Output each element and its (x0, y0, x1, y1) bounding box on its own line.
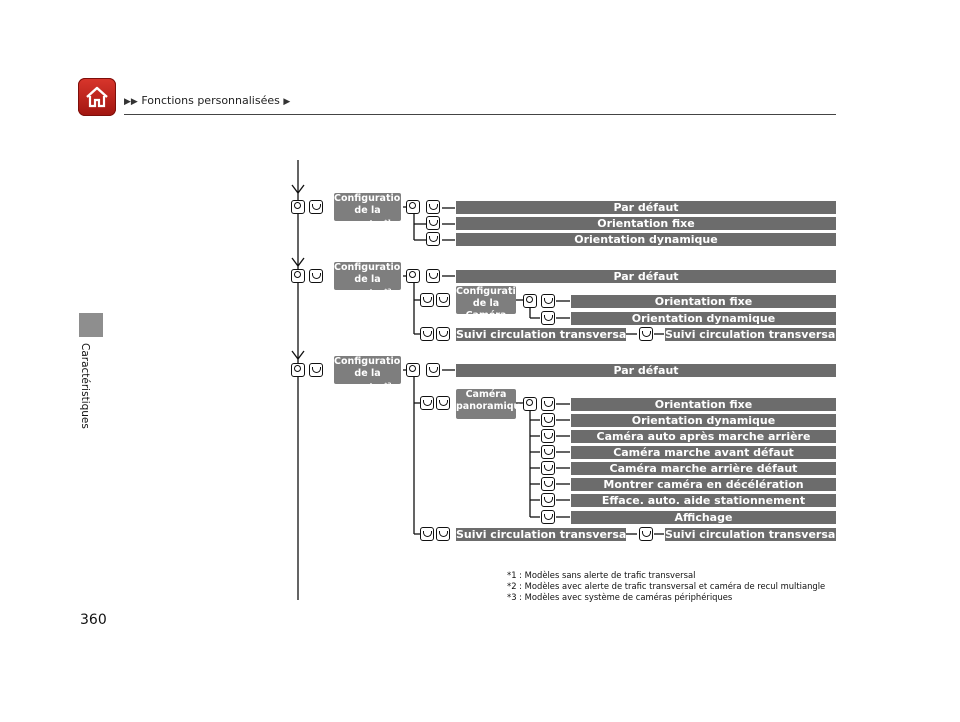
cross-traffic-option[interactable]: Suivi circulation transversale (665, 528, 836, 541)
push-knob-icon (541, 413, 555, 427)
option-fixed-orientation[interactable]: Orientation fixe (571, 295, 836, 308)
push-knob-icon (309, 200, 323, 214)
footnote-ref: *1 (384, 219, 392, 226)
push-knob-icon (541, 397, 555, 411)
home-button[interactable] (78, 78, 116, 116)
option-front-camera-default[interactable]: Caméra marche avant défaut (571, 446, 836, 459)
push-knob-icon (309, 269, 323, 283)
option-fixed-orientation[interactable]: Orientation fixe (456, 217, 836, 230)
power-knob-icon (291, 363, 305, 377)
option-show-on-deceleration[interactable]: Montrer caméra en décélération (571, 478, 836, 491)
power-knob-icon (406, 363, 420, 377)
push-knob-icon (639, 527, 653, 541)
push-knob-icon (426, 200, 440, 214)
push-knob-icon (426, 232, 440, 246)
push-knob-icon (541, 477, 555, 491)
breadcrumb-arrows-icon: ▶▶ (124, 97, 138, 107)
push-knob-icon (541, 445, 555, 459)
push-knob-icon (309, 363, 323, 377)
power-knob-icon (406, 200, 420, 214)
push-knob-icon (639, 327, 653, 341)
home-icon (86, 86, 108, 108)
section-tab (79, 313, 103, 337)
power-knob-icon (523, 294, 537, 308)
footnote-1: *1 : Modèles sans alerte de trafic trans… (507, 570, 696, 580)
header-rule (124, 114, 836, 115)
rotate-knob-icon (436, 327, 450, 341)
option-fixed-orientation[interactable]: Orientation fixe (571, 398, 836, 411)
option-auto-clear-parking-aid[interactable]: Efface. auto. aide stationnement (571, 494, 836, 507)
power-knob-icon (291, 269, 305, 283)
rotate-knob-icon (436, 396, 450, 410)
push-knob-icon (541, 294, 555, 308)
page-number: 360 (80, 612, 107, 628)
push-knob-icon (541, 493, 555, 507)
rotate-knob-icon (436, 293, 450, 307)
push-knob-icon (426, 216, 440, 230)
push-knob-icon (541, 311, 555, 325)
push-knob-icon (541, 461, 555, 475)
push-knob-icon (541, 510, 555, 524)
footnote-ref: *2 (384, 288, 392, 295)
breadcrumb-arrow-icon: ▶ (283, 97, 291, 107)
option-dynamic-orientation[interactable]: Orientation dynamique (456, 233, 836, 246)
breadcrumb: ▶▶ Fonctions personnalisées ▶ (124, 94, 290, 107)
footnote-ref: *3 (384, 382, 392, 389)
push-knob-icon (426, 269, 440, 283)
option-default[interactable]: Par défaut (456, 364, 836, 377)
rotate-knob-icon (420, 527, 434, 541)
cross-traffic-option[interactable]: Suivi circulation transversale (665, 328, 836, 341)
footnote-3: *3 : Modèles avec système de caméras pér… (507, 592, 733, 602)
rotate-knob-icon (420, 327, 434, 341)
option-default[interactable]: Par défaut (456, 270, 836, 283)
option-default[interactable]: Par défaut (456, 201, 836, 214)
rotate-knob-icon (420, 396, 434, 410)
option-auto-after-reverse[interactable]: Caméra auto après marche arrière (571, 430, 836, 443)
push-knob-icon (426, 363, 440, 377)
cross-traffic-item[interactable]: Suivi circulation transversale (456, 528, 626, 541)
cross-traffic-item[interactable]: Suivi circulation transversale (456, 328, 626, 341)
push-knob-icon (541, 429, 555, 443)
power-knob-icon (291, 200, 305, 214)
option-rear-camera-default[interactable]: Caméra marche arrière défaut (571, 462, 836, 475)
rotate-knob-icon (436, 527, 450, 541)
breadcrumb-link[interactable]: Fonctions personnalisées (141, 94, 280, 107)
option-display[interactable]: Affichage (571, 511, 836, 524)
power-knob-icon (523, 397, 537, 411)
rotate-knob-icon (420, 293, 434, 307)
power-knob-icon (406, 269, 420, 283)
footnote-2: *2 : Modèles avec alerte de trafic trans… (507, 581, 826, 591)
option-dynamic-orientation[interactable]: Orientation dynamique (571, 312, 836, 325)
option-dynamic-orientation[interactable]: Orientation dynamique (571, 414, 836, 427)
